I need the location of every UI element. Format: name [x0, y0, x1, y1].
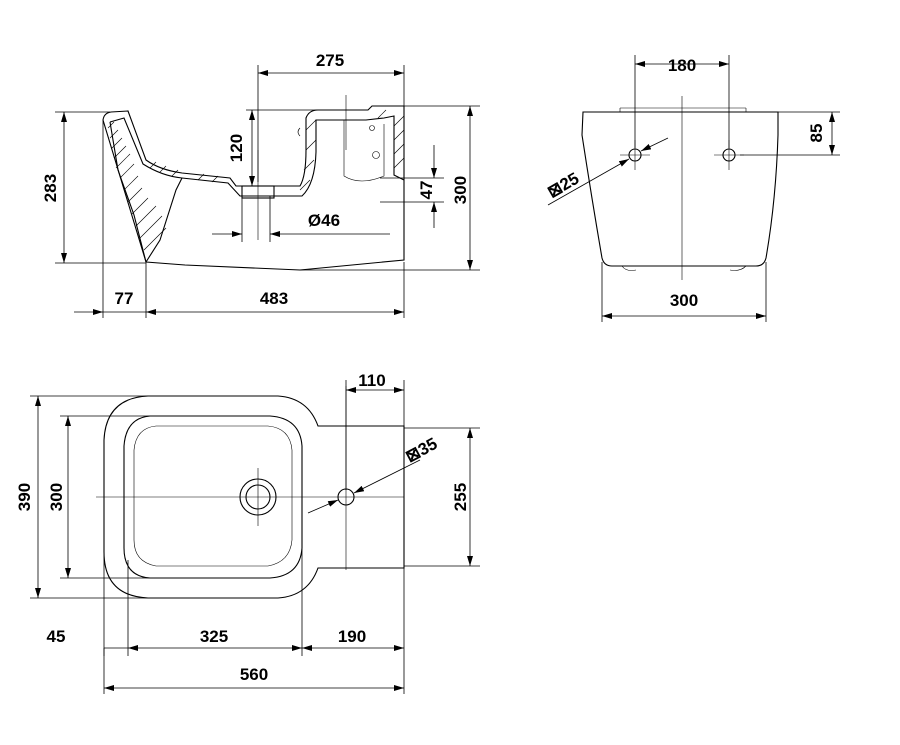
- top-outline: [103, 395, 405, 599]
- side-body-outline: [102, 105, 405, 271]
- dim-325: 325: [200, 627, 228, 646]
- dim-300-top: 300: [47, 483, 66, 511]
- top-bowl-basin: [133, 425, 293, 567]
- dim-560: 560: [240, 665, 268, 684]
- dim-85: 85: [807, 124, 826, 143]
- dim-77: 77: [115, 289, 134, 308]
- dim-275: 275: [316, 51, 344, 70]
- side-inner-wall: [109, 115, 405, 197]
- dim-120: 120: [227, 134, 246, 162]
- dim-180: 180: [668, 56, 696, 75]
- dim-47: 47: [417, 181, 436, 200]
- dim-283: 283: [41, 174, 60, 202]
- side-bolt-hole: [372, 151, 380, 159]
- dim-110: 110: [358, 371, 385, 390]
- back-foot-right: [729, 265, 747, 271]
- side-view: 275 120 283 300 47 Ø46 77: [41, 51, 480, 318]
- dim-300-back: 300: [670, 291, 698, 310]
- side-bolt-hole-top: [369, 125, 375, 131]
- dim-190: 190: [338, 627, 366, 646]
- side-hatching: [107, 109, 405, 251]
- top-view: 110 ⊠35 390 300 255 45 325 190 5: [15, 371, 480, 694]
- dim-390: 390: [15, 483, 34, 511]
- side-overflow: [297, 127, 301, 137]
- dim-255: 255: [451, 483, 470, 511]
- back-outline: [581, 111, 779, 267]
- back-foot-left: [621, 265, 637, 271]
- dim-45: 45: [47, 627, 66, 646]
- back-view: 180 85 ⊠25 300: [544, 55, 840, 322]
- dim-483: 483: [260, 289, 288, 308]
- side-bowl-contour: [145, 177, 183, 263]
- dim-300-side: 300: [451, 176, 470, 204]
- top-bowl-inner: [123, 415, 303, 579]
- dim-46: Ø46: [308, 211, 340, 230]
- side-mounting-bracket: [343, 120, 385, 182]
- dim-35: ⊠35: [402, 434, 440, 466]
- side-front-contour: [109, 121, 147, 263]
